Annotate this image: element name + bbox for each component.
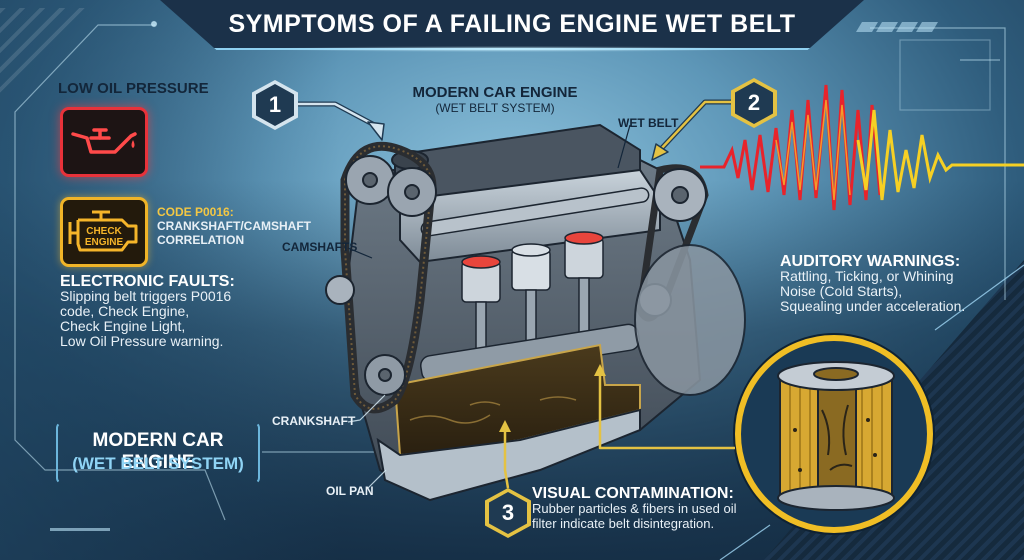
camshafts-label: CAMSHAFTS bbox=[282, 240, 358, 254]
auditory-warnings-line: Squealing under acceleration. bbox=[780, 298, 966, 314]
electronic-faults-line: Low Oil Pressure warning. bbox=[60, 333, 224, 349]
visual-contamination-title: VISUAL CONTAMINATION: bbox=[532, 485, 734, 502]
engine-caption-bracket bbox=[56, 422, 260, 484]
wet-belt-label: WET BELT bbox=[618, 116, 679, 130]
auditory-warnings-title: AUDITORY WARNINGS: bbox=[780, 253, 961, 270]
visual-contamination-line: filter indicate belt disintegration. bbox=[532, 516, 715, 531]
code-description-line-1: CRANKSHAFT/CAMSHAFT bbox=[157, 219, 311, 233]
low-oil-pressure-warning bbox=[60, 107, 148, 177]
title-underline-glow bbox=[260, 46, 760, 52]
electronic-faults-line: Slipping belt triggers P0016 bbox=[60, 288, 232, 304]
check-engine-warning-icon: CHECK ENGINE bbox=[68, 210, 138, 252]
page-title: SYMPTOMS OF A FAILING ENGINE WET BELT bbox=[228, 10, 796, 38]
check-engine-warning: CHECK ENGINE bbox=[60, 197, 148, 267]
low-oil-pressure-label: LOW OIL PRESSURE bbox=[58, 80, 209, 97]
callout-1-number: 1 bbox=[256, 84, 294, 126]
visual-contamination-line: Rubber particles & fibers in used oil bbox=[532, 501, 737, 516]
auditory-warnings-line: Noise (Cold Starts), bbox=[780, 283, 903, 299]
engine-caption-title: MODERN CAR ENGINE bbox=[92, 430, 224, 473]
code-title: CODE P0016: bbox=[157, 205, 234, 219]
engine-title: MODERN CAR ENGINE bbox=[412, 84, 578, 101]
electronic-faults-block: ELECTRONIC FAULTS: Slipping belt trigger… bbox=[60, 274, 290, 349]
crankshaft-label: CRANKSHAFT bbox=[272, 414, 356, 428]
engine-caption-subtitle: (WET BELT SYSTEM) bbox=[72, 454, 244, 473]
svg-text:CHECK: CHECK bbox=[86, 226, 122, 237]
callout-2-badge: 2 bbox=[731, 78, 777, 128]
oil-pan-label: OIL PAN bbox=[326, 484, 374, 498]
electronic-faults-line: Check Engine Light, bbox=[60, 318, 186, 334]
oil-can-warning-icon bbox=[71, 128, 137, 154]
p0016-code-text: CODE P0016: CRANKSHAFT/CAMSHAFT CORRELAT… bbox=[157, 205, 311, 247]
callout-3-number: 3 bbox=[489, 492, 527, 534]
visual-contamination-block: VISUAL CONTAMINATION: Rubber particles &… bbox=[532, 485, 832, 532]
electronic-faults-title: ELECTRONIC FAULTS: bbox=[60, 273, 235, 290]
svg-text:ENGINE: ENGINE bbox=[85, 237, 124, 248]
code-description-line-2: CORRELATION bbox=[157, 233, 245, 247]
auditory-warnings-line: Rattling, Ticking, or Whining bbox=[780, 268, 954, 284]
auditory-warnings-block: AUDITORY WARNINGS: Rattling, Ticking, or… bbox=[780, 254, 1020, 314]
callout-2-number: 2 bbox=[735, 82, 773, 124]
electronic-faults-line: code, Check Engine, bbox=[60, 303, 190, 319]
engine-subtitle: (WET BELT SYSTEM) bbox=[435, 101, 555, 115]
